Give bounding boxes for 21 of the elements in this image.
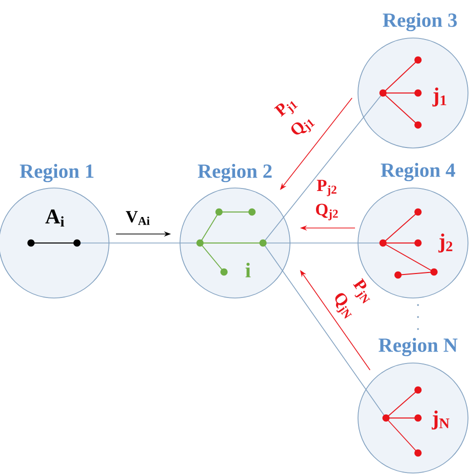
flow-label: Q$_{j1}$ xyxy=(291,119,315,134)
region-title: Region 2 xyxy=(198,164,272,182)
node-label: j$_{2}$ xyxy=(438,233,452,253)
region-title: Region 1 xyxy=(20,164,94,182)
flow-label: P$_{jN}$ xyxy=(353,278,370,304)
region-circle xyxy=(358,362,468,474)
flow-label: Q$_{j2}$ xyxy=(316,204,338,220)
connection-line xyxy=(262,242,386,418)
node-label: i xyxy=(246,262,251,278)
node-label: A$_{i}$ xyxy=(45,210,64,226)
flow-label: P$_{j1}$ xyxy=(274,101,298,117)
node-label: j$_{1}$ xyxy=(432,87,446,107)
region-title: Region N xyxy=(378,338,458,356)
region-circle xyxy=(358,38,468,148)
flow-label: V$_{Ai}$ xyxy=(126,211,150,225)
region-circle xyxy=(180,188,290,298)
flow-label: Q$_{jN}$ xyxy=(335,293,352,319)
region-title: Region 3 xyxy=(382,12,457,32)
node-label: j$_{N}$ xyxy=(432,410,450,430)
region-title: Region 4 xyxy=(380,162,456,182)
flow-label: P$_{j2}$ xyxy=(316,180,336,196)
